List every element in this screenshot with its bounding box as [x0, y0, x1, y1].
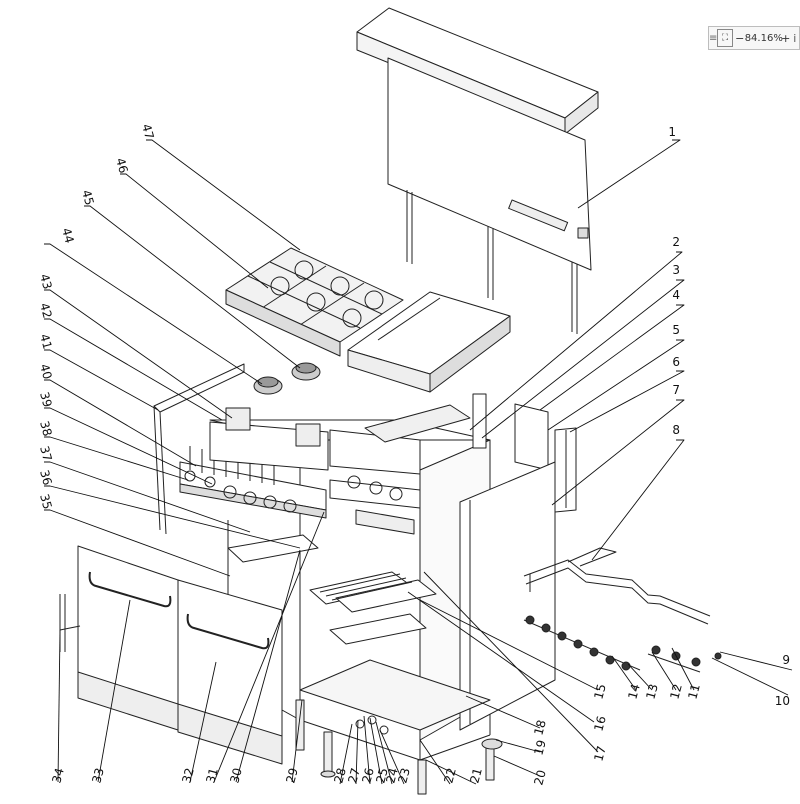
leader-lines: [44, 139, 793, 785]
callout-31: 31: [203, 766, 220, 784]
callout-14: 14: [625, 682, 642, 700]
callout-38: 38: [37, 419, 54, 437]
callout-21: 21: [467, 766, 484, 784]
callout-8: 8: [672, 423, 680, 437]
callout-9: 9: [782, 653, 790, 667]
callout-46: 46: [113, 156, 130, 174]
callout-27: 27: [345, 766, 362, 784]
zoom-toolbar: ≡ ⛶ − 84.16% + i: [708, 26, 800, 50]
backsplash-shelf: [356, 7, 599, 334]
callout-45: 45: [79, 188, 96, 206]
fit-to-screen-icon[interactable]: ⛶: [717, 29, 733, 47]
callout-4: 4: [672, 288, 680, 302]
side-rails: [472, 393, 577, 513]
callout-labels: 1234567891011121314151617181920212223242…: [37, 122, 790, 786]
callout-44: 44: [59, 226, 76, 244]
callout-40: 40: [37, 362, 54, 380]
callout-37: 37: [37, 444, 54, 462]
zoom-out-button[interactable]: −: [735, 31, 745, 45]
callout-22: 22: [441, 766, 458, 784]
gas-manifold-pipe: [523, 547, 711, 625]
callout-1: 1: [668, 125, 676, 139]
callout-3: 3: [672, 263, 680, 277]
oven-racks: [227, 509, 437, 645]
toolbar-overflow[interactable]: i: [793, 31, 797, 45]
side-panel: [459, 461, 556, 731]
callout-33: 33: [89, 766, 106, 784]
zoom-level: 84.16%: [744, 32, 783, 44]
callout-24: 24: [383, 766, 400, 784]
callout-11: 11: [685, 682, 702, 700]
callout-6: 6: [672, 355, 680, 369]
griddle-plate: [347, 291, 511, 393]
callout-28: 28: [331, 766, 348, 784]
callout-10: 10: [775, 694, 790, 708]
callout-32: 32: [179, 766, 196, 784]
callout-19: 19: [531, 738, 548, 756]
callout-29: 29: [283, 766, 300, 784]
callout-36: 36: [37, 468, 54, 486]
callout-15: 15: [591, 682, 608, 700]
callout-42: 42: [37, 301, 54, 319]
callout-2: 2: [672, 235, 680, 249]
callout-7: 7: [672, 383, 680, 397]
valve-fittings: [523, 615, 722, 673]
base-and-legs: [295, 659, 503, 795]
callout-13: 13: [643, 682, 660, 700]
callout-30: 30: [227, 766, 244, 784]
callout-43: 43: [37, 272, 54, 290]
callout-5: 5: [672, 323, 680, 337]
control-panel: [179, 446, 421, 519]
callout-16: 16: [591, 714, 608, 732]
burner-grates: [225, 247, 404, 357]
zoom-in-button[interactable]: +: [781, 31, 791, 45]
callout-23: 23: [395, 766, 412, 784]
callout-25: 25: [373, 766, 390, 784]
callout-12: 12: [667, 682, 684, 700]
burner-heads: [253, 362, 356, 438]
door-hinge: [59, 594, 81, 652]
callout-26: 26: [359, 766, 376, 784]
burner-trays: [153, 363, 471, 535]
callout-35: 35: [37, 492, 54, 510]
callout-18: 18: [531, 718, 548, 736]
oven-doors: [77, 545, 283, 765]
callout-34: 34: [49, 766, 66, 784]
callout-47: 47: [139, 122, 156, 140]
hamburger-icon[interactable]: ≡: [709, 32, 718, 44]
callout-17: 17: [591, 744, 608, 762]
callout-20: 20: [531, 768, 548, 786]
callout-41: 41: [37, 332, 54, 350]
callout-39: 39: [37, 390, 54, 408]
